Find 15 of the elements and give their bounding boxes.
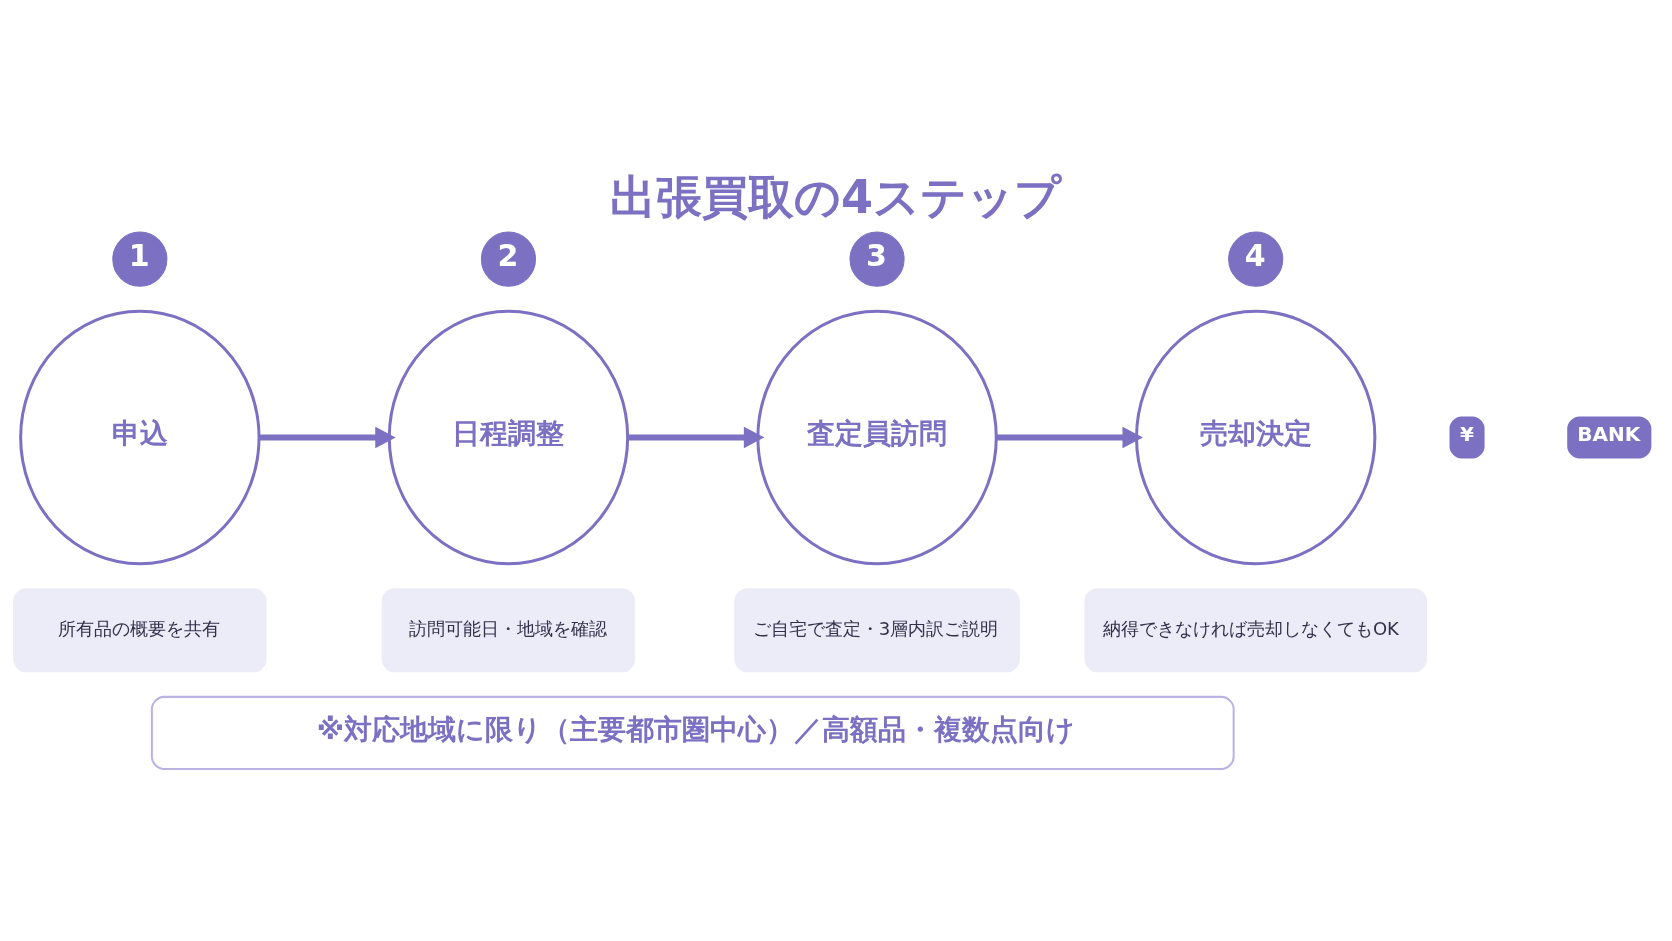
arrow [627,426,764,448]
label: BANK [1576,421,1640,446]
node-circle: 1 [111,231,167,287]
node-circle: 査定員訪問 [755,309,998,565]
node-circle: 2 [480,231,536,287]
node-circle: 売却決定 [1134,309,1376,565]
node-circle: 日程調整 [387,309,629,565]
node-circle: 申込 [18,309,261,565]
arrow [996,426,1143,448]
node-box: ※対応地域に限り（主要都市圏中心）／高額品・複数点向け [150,695,1235,770]
arrow [258,426,396,448]
diagram-title: 出張買取の4ステップ [609,169,1061,224]
label: ¥ [1459,421,1474,446]
node-circle: 3 [849,231,905,287]
node-circle: 4 [1227,231,1283,287]
